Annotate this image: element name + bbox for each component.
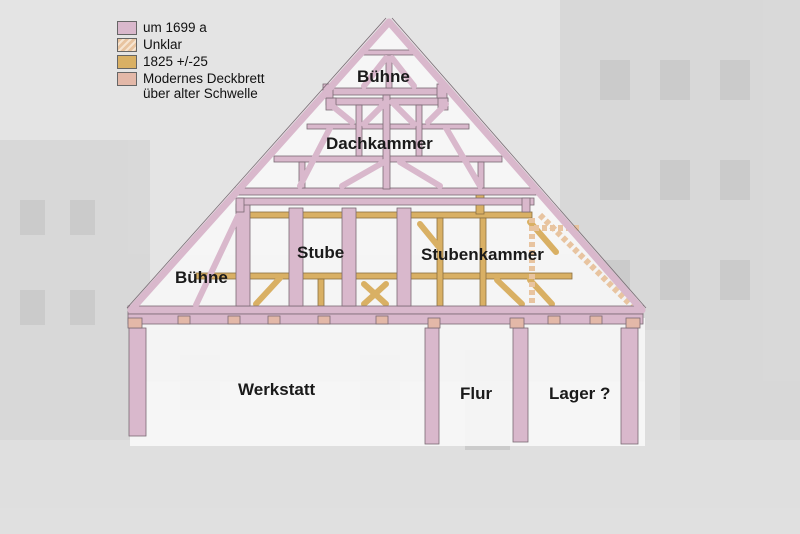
modern-boards bbox=[127, 315, 641, 329]
braces-1699 bbox=[193, 55, 483, 308]
room-label-attic-room: Dachkammer bbox=[326, 134, 433, 153]
legend-swatch-modern bbox=[117, 72, 137, 86]
legend-label-1825: 1825 +/-25 bbox=[143, 54, 208, 69]
legend-item-1825: 1825 +/-25 bbox=[117, 54, 265, 69]
room-label-storage: Lager ? bbox=[549, 384, 611, 403]
rafters-outline bbox=[126, 17, 647, 309]
room-label-workshop: Werkstatt bbox=[238, 380, 316, 399]
legend-label-1699: um 1699 a bbox=[143, 20, 207, 35]
legend-label-modern: Modernes Deckbrett über alter Schwelle bbox=[143, 71, 265, 101]
legend-swatch-1825 bbox=[117, 55, 137, 69]
rafters-1699 bbox=[127, 18, 646, 314]
legend-swatch-1699 bbox=[117, 21, 137, 35]
legend-item-modern: Modernes Deckbrett über alter Schwelle bbox=[117, 71, 265, 101]
legend-label-modern-line1: Modernes Deckbrett bbox=[143, 71, 265, 86]
legend-label-unclear: Unklar bbox=[143, 37, 183, 52]
legend-swatch-unclear bbox=[117, 38, 137, 52]
room-label-side-attic: Bühne bbox=[175, 268, 228, 287]
room-label-parlor: Stube bbox=[297, 243, 345, 262]
room-label-hallway: Flur bbox=[460, 384, 493, 403]
legend-item-unclear: Unklar bbox=[117, 37, 265, 52]
legend-item-1699: um 1699 a bbox=[117, 20, 265, 35]
legend: um 1699 a Unklar 1825 +/-25 Modernes Dec… bbox=[117, 20, 265, 103]
legend-label-modern-line2: über alter Schwelle bbox=[143, 86, 258, 101]
room-label-parlor-chamber: Stubenkammer bbox=[421, 245, 544, 264]
room-label-attic-top: Bühne bbox=[357, 67, 410, 86]
